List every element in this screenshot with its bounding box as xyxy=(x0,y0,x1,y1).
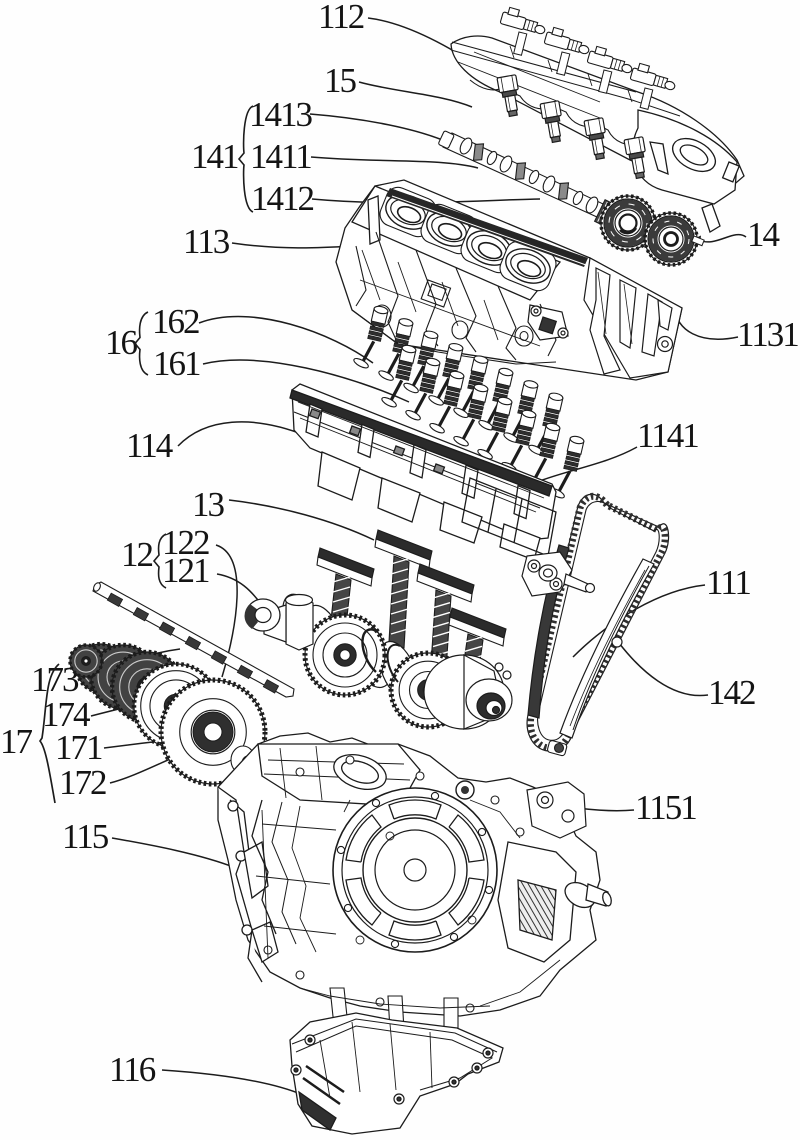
svg-text:121: 121 xyxy=(162,551,209,590)
svg-text:1413: 1413 xyxy=(249,95,313,134)
svg-text:16: 16 xyxy=(105,323,138,362)
svg-text:116: 116 xyxy=(109,1050,156,1089)
svg-text:1131: 1131 xyxy=(737,315,798,354)
svg-text:112: 112 xyxy=(318,0,364,36)
svg-text:141: 141 xyxy=(191,137,238,176)
svg-text:113: 113 xyxy=(183,222,230,261)
svg-text:161: 161 xyxy=(153,344,200,383)
svg-text:111: 111 xyxy=(706,563,750,602)
svg-text:17: 17 xyxy=(0,722,33,761)
svg-text:172: 172 xyxy=(59,763,106,802)
svg-text:14: 14 xyxy=(747,215,780,254)
svg-text:122: 122 xyxy=(162,523,209,562)
svg-text:162: 162 xyxy=(152,302,199,341)
svg-text:171: 171 xyxy=(55,728,102,767)
svg-text:1412: 1412 xyxy=(251,179,314,218)
svg-text:13: 13 xyxy=(192,485,225,524)
svg-text:15: 15 xyxy=(324,61,357,100)
svg-text:1151: 1151 xyxy=(635,788,696,827)
svg-text:174: 174 xyxy=(42,695,90,734)
svg-text:12: 12 xyxy=(121,535,153,574)
svg-text:142: 142 xyxy=(708,673,755,712)
svg-text:1141: 1141 xyxy=(637,416,698,455)
svg-text:114: 114 xyxy=(126,426,173,465)
svg-text:1411: 1411 xyxy=(250,137,311,176)
svg-text:115: 115 xyxy=(62,817,109,856)
